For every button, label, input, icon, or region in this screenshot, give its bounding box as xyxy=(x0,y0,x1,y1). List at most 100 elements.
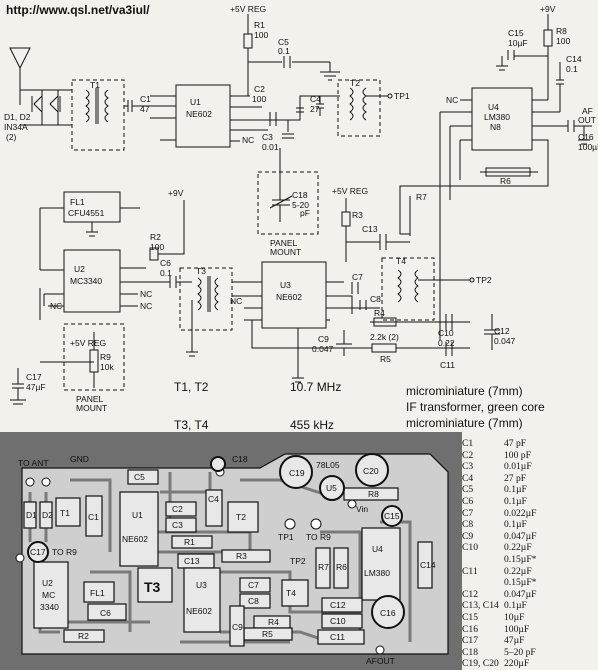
parts-list-ref xyxy=(462,577,504,589)
parts-list-value: 0.1µF xyxy=(504,519,527,531)
c10-ref: C10 xyxy=(438,328,454,338)
pcb-c4 xyxy=(205,489,223,527)
panel-mount-c18-box xyxy=(257,171,319,235)
pcb-label-r8: R8 xyxy=(368,489,379,499)
r6-ref: R6 xyxy=(500,176,511,186)
label-5v-reg-bottom: +5V REG xyxy=(70,338,106,348)
c14-ref: C14 xyxy=(566,54,582,64)
pcb-label-r2: R2 xyxy=(78,631,89,641)
pcb-label-c1: C1 xyxy=(88,512,99,522)
pcb-u1 xyxy=(119,491,159,567)
label-t2: T2 xyxy=(350,78,360,88)
pcb-label-r7: R7 xyxy=(318,562,329,572)
pcb-label-tp2: TP2 xyxy=(290,556,306,566)
note-desc-3: microminiature (7mm) xyxy=(406,416,523,430)
c16-val: 100µF xyxy=(578,142,598,152)
r4-val: 2.2k (2) xyxy=(370,332,399,342)
pcb-label-c12: C12 xyxy=(330,600,346,610)
u1-ref: U1 xyxy=(190,97,201,107)
label-mount-c18: MOUNT xyxy=(270,247,301,257)
parts-list-value: 0.15µF* xyxy=(504,577,537,589)
r7-ref: R7 xyxy=(416,192,427,202)
ic-u3-box xyxy=(261,261,327,329)
parts-list-row: 0.15µF* xyxy=(462,577,596,589)
pcb-label-c20: C20 xyxy=(363,466,379,476)
pcb-label-gnd: GND xyxy=(70,454,89,464)
pcb-label-r6: R6 xyxy=(336,562,347,572)
pcb-u2 xyxy=(33,561,69,629)
pcb-c17 xyxy=(27,541,49,563)
label-mount-r9: MOUNT xyxy=(76,403,107,413)
pcb-label-u2: U2 xyxy=(42,578,53,588)
c17-val: 47µF xyxy=(26,382,46,392)
u4-part: LM380 xyxy=(484,112,510,122)
c14-val: 0.1 xyxy=(566,64,578,74)
label-nc-u4: NC xyxy=(446,95,458,105)
pcb-label-u3: U3 xyxy=(196,580,207,590)
parts-list-value: 0.047µF xyxy=(504,530,537,542)
pcb-c20 xyxy=(355,453,389,487)
parts-list-ref: C2 xyxy=(462,449,474,461)
pcb-c5 xyxy=(127,469,159,485)
r5-ref: R5 xyxy=(380,354,391,364)
parts-list-value: 0.1µF xyxy=(504,484,527,496)
label-nc-t3: NC xyxy=(230,296,242,306)
pcb-r2 xyxy=(63,629,105,643)
pcb-label-c16: C16 xyxy=(380,608,396,618)
label-d1d2: D1, D2 xyxy=(4,112,31,122)
label-d1d2-part: IN34A xyxy=(4,122,28,132)
pcb-label-c15: C15 xyxy=(384,511,400,521)
pcb-u3 xyxy=(183,567,221,633)
pcb-c8 xyxy=(239,593,271,609)
r2-val: 100 xyxy=(150,242,164,252)
c13-ref: C13 xyxy=(362,224,378,234)
r3-ref: R3 xyxy=(352,210,363,220)
capacitor-c1-symbol xyxy=(124,100,150,112)
parts-list-value: 0.022µF xyxy=(504,507,537,519)
parts-list-ref: C18 xyxy=(462,646,478,658)
pcb-c16 xyxy=(371,595,405,629)
c3-val: 0.01 xyxy=(262,142,279,152)
pcb-label-t2: T2 xyxy=(236,512,246,522)
pcb-label-u3-part: NE602 xyxy=(186,606,212,616)
label-9v-top: +9V xyxy=(540,4,556,14)
label-t3: T3 xyxy=(196,266,206,276)
pcb-label-vin: Vin xyxy=(356,504,368,514)
c4-val: 27 xyxy=(310,104,320,114)
pcb-c10 xyxy=(321,613,363,629)
label-5v-reg-top: +5V REG xyxy=(230,4,266,14)
transformer-t3-box xyxy=(179,267,233,331)
pcb-t1 xyxy=(55,497,81,527)
parts-list-ref: C4 xyxy=(462,472,474,484)
pcb-label-fl1: FL1 xyxy=(90,588,105,598)
c8-ref: C8 xyxy=(370,294,381,304)
parts-list-ref xyxy=(462,554,504,566)
pcb-label-d2: D2 xyxy=(42,510,53,520)
pcb-d1 xyxy=(23,501,37,529)
pcb-label-c19: C19 xyxy=(289,468,305,478)
pcb-t3 xyxy=(137,567,173,603)
pcb-c19 xyxy=(279,455,313,489)
label-tp2: TP2 xyxy=(476,275,492,285)
pcb-label-u5-part: 78L05 xyxy=(316,460,340,470)
c10-val: 0.22 xyxy=(438,338,455,348)
pcb-label-c5: C5 xyxy=(134,472,145,482)
u3-ref: U3 xyxy=(280,280,291,290)
pcb-label-u4: U4 xyxy=(372,544,383,554)
panel-mount-r9-box xyxy=(63,323,125,391)
c6-val: 0.1 xyxy=(160,268,172,278)
pcb-label-afout: AFOUT xyxy=(366,656,395,666)
pcb-label-u4-part: LM380 xyxy=(364,568,390,578)
u2-part: MC3340 xyxy=(70,276,102,286)
pcb-label-c14: C14 xyxy=(420,560,436,570)
pcb-c6 xyxy=(87,603,127,621)
label-d1d2-qty: (2) xyxy=(6,132,17,142)
pcb-label-c13: C13 xyxy=(184,556,200,566)
